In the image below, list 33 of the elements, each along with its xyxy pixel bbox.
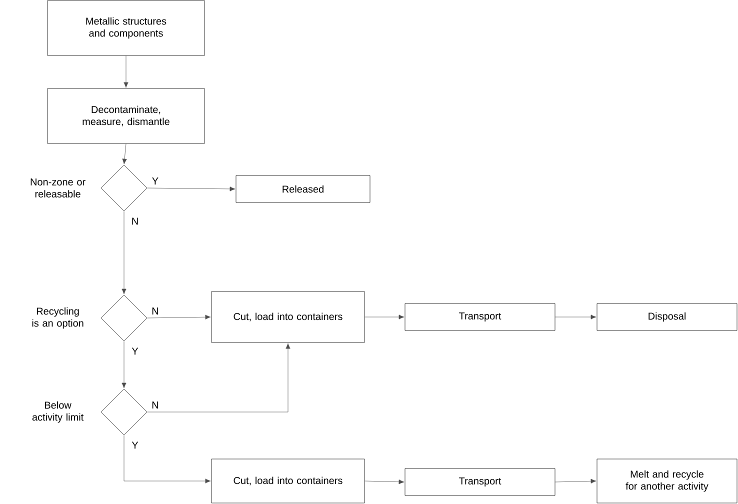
process-box: Melt and recycle for another activity: [596, 458, 738, 504]
process-box: Cut, load into containers: [211, 458, 365, 504]
arrow: [122, 341, 126, 388]
decision-diamond: [100, 164, 148, 212]
process-box: Released: [236, 175, 370, 203]
arrow: [364, 480, 404, 484]
arrow: [364, 314, 404, 320]
process-box: Metallic structures and components: [47, 0, 205, 56]
arrow: [147, 186, 236, 192]
arrow: [147, 343, 290, 412]
decision-label: Below activity limit: [32, 401, 84, 423]
decision-label: Recycling is an option: [32, 307, 84, 329]
process-box: Transport: [404, 468, 556, 496]
edge-label: Y: [130, 346, 140, 356]
arrow: [555, 478, 596, 484]
decision-diamond: [100, 294, 148, 342]
edge-label: N: [150, 306, 160, 316]
decision-diamond: [100, 388, 148, 436]
edge-label: N: [150, 400, 160, 410]
decision-label: Non-zone or releasable: [30, 178, 86, 198]
arrow: [124, 435, 211, 484]
arrow: [122, 144, 127, 164]
edge-label: N: [130, 216, 140, 226]
process-box: Decontaminate, measure, dismantle: [47, 88, 205, 144]
process-box: Disposal: [596, 303, 738, 331]
process-box: Cut, load into containers: [211, 291, 365, 343]
arrow: [122, 211, 126, 294]
process-box: Transport: [404, 303, 556, 331]
arrow: [124, 56, 128, 88]
edge-label: Y: [150, 176, 160, 186]
arrow: [147, 314, 211, 320]
edge-label: Y: [130, 440, 140, 450]
arrow: [555, 314, 596, 320]
